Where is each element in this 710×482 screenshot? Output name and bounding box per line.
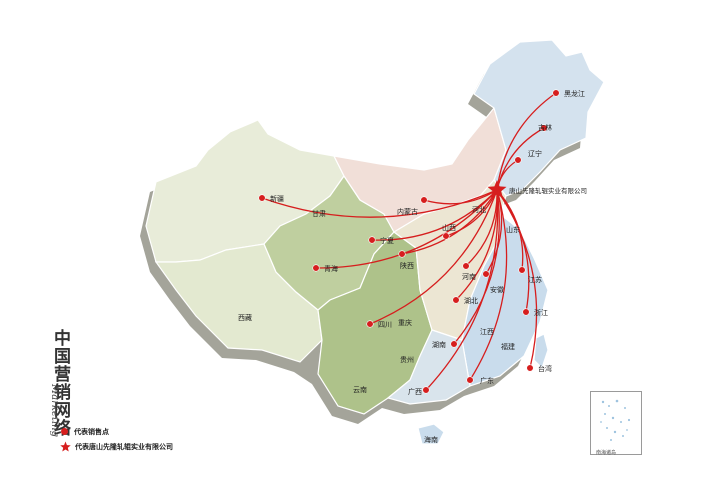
south-china-sea-inset xyxy=(590,391,642,455)
sales-point-label-heilongjiang: 黑龙江 xyxy=(564,89,585,98)
sales-point-label-zhejiang: 浙江 xyxy=(534,308,548,317)
sales-point-label-liaoning: 辽宁 xyxy=(528,149,542,158)
sales-point-label-xinjiang: 新疆 xyxy=(270,194,284,203)
sales-point-shanxi[interactable] xyxy=(442,232,450,240)
province-label-guizhou: 贵州 xyxy=(400,355,414,364)
province-label-shandong: 山东 xyxy=(506,225,520,234)
sales-point-label-hunan: 湖南 xyxy=(432,340,446,349)
province-label-hainan: 海南 xyxy=(424,435,438,444)
route-line-sichuan xyxy=(369,189,498,325)
province-label-fujian: 福建 xyxy=(501,342,515,351)
sales-point-label-henan: 河南 xyxy=(462,272,476,281)
legend-hq-label: 代表唐山先隆轧辊实业有限公司 xyxy=(75,442,173,451)
hq-label: 唐山先隆轧辊实业有限公司 xyxy=(509,186,587,195)
sales-point-xinjiang[interactable] xyxy=(258,194,266,202)
legend-point-label: 代表销售点 xyxy=(74,427,109,436)
route-line-ningxia xyxy=(371,189,498,241)
route-line-qinghai xyxy=(315,189,498,269)
hq-star-icon xyxy=(487,180,507,199)
sales-point-label-anhui: 安徽 xyxy=(490,285,504,294)
sales-point-label-jilin: 吉林 xyxy=(538,123,552,132)
china-map xyxy=(145,39,605,445)
sales-point-label-sichuan: 四川 xyxy=(378,321,392,329)
region-taiwan xyxy=(533,333,549,370)
sales-point-zhejiang[interactable] xyxy=(522,308,530,316)
route-line-anhui xyxy=(485,189,503,275)
sales-point-neimenggu[interactable] xyxy=(420,196,428,204)
sales-point-qinghai[interactable] xyxy=(312,264,320,272)
legend-item-hq: 代表唐山先隆轧辊实业有限公司 xyxy=(60,440,173,453)
sales-point-henan[interactable] xyxy=(462,262,470,270)
route-line-hunan xyxy=(453,189,500,345)
route-lines xyxy=(261,92,557,391)
province-label-chongqing: 重庆 xyxy=(398,318,412,327)
province-label-xizang: 西藏 xyxy=(238,313,252,322)
hq-marker: 唐山先隆轧辊实业有限公司 xyxy=(487,180,587,199)
region-hainan xyxy=(417,423,445,445)
sales-point-shaanxi[interactable] xyxy=(398,250,406,258)
route-line-heilongjiang xyxy=(496,92,557,191)
sales-point-label-qinghai: 青海 xyxy=(324,264,338,273)
sales-point-jilin[interactable] xyxy=(540,124,548,132)
sales-point-label-jiangsu: 江苏 xyxy=(528,275,542,284)
province-label-hebei: 河北 xyxy=(472,206,486,214)
sales-point-label-guangxi: 广西 xyxy=(408,387,422,396)
region-south xyxy=(386,329,471,405)
map-subtitle: Marketing xyxy=(49,384,60,438)
sales-point-guangdong[interactable] xyxy=(466,376,474,384)
route-line-jilin xyxy=(496,127,545,191)
sales-point-label-taiwan: 台湾 xyxy=(538,364,552,373)
sales-point-label-neimenggu: 内蒙古 xyxy=(397,207,418,216)
legend: 代表销售点 代表唐山先隆轧辊实业有限公司 xyxy=(60,425,173,455)
sales-point-guangxi[interactable] xyxy=(422,386,430,394)
inset-label: 南海诸岛 xyxy=(596,450,617,456)
sales-point-label-ningxia: 宁夏 xyxy=(380,236,394,245)
province-label-yunnan: 云南 xyxy=(353,385,367,394)
sales-point-label-hubei: 湖北 xyxy=(464,296,478,305)
inset-islands xyxy=(600,399,631,441)
sales-point-hubei[interactable] xyxy=(452,296,460,304)
sales-point-sichuan[interactable] xyxy=(366,320,374,328)
sales-point-liaoning[interactable] xyxy=(514,156,522,164)
route-line-taiwan xyxy=(496,189,538,369)
sales-point-label-guangdong: 广东 xyxy=(480,376,494,385)
star-icon xyxy=(60,441,71,452)
sales-point-label-shaanxi: 陕西 xyxy=(400,261,414,270)
province-label-gansu: 甘肃 xyxy=(312,209,326,218)
sales-point-heilongjiang[interactable] xyxy=(552,89,560,97)
red-dot-icon xyxy=(61,428,68,435)
route-line-guangxi xyxy=(425,189,499,391)
sales-point-ningxia[interactable] xyxy=(368,236,376,244)
sales-point-anhui[interactable] xyxy=(482,270,490,278)
route-line-guangdong xyxy=(469,189,508,381)
sales-point-label-shanxi: 山西 xyxy=(442,223,456,232)
legend-item-point: 代表销售点 xyxy=(60,425,173,438)
route-line-xinjiang xyxy=(261,189,498,218)
route-line-neimenggu xyxy=(423,189,498,205)
sales-point-jiangsu[interactable] xyxy=(518,266,526,274)
province-label-jiangxi: 江西 xyxy=(480,328,494,336)
sales-point-hunan[interactable] xyxy=(450,340,458,348)
sales-point-taiwan[interactable] xyxy=(526,364,534,372)
